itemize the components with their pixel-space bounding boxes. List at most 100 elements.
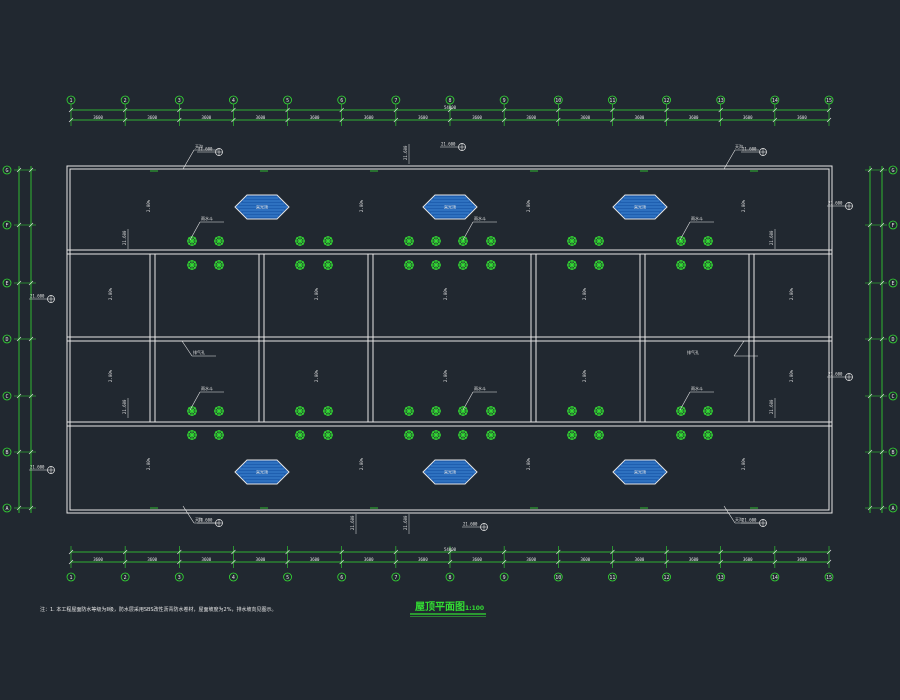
dim-tick xyxy=(68,107,74,113)
drain-spoke xyxy=(571,431,576,436)
slope-mark: 2.00% xyxy=(741,199,746,212)
roof-drain xyxy=(703,236,713,246)
dim-tick xyxy=(501,549,507,555)
drain-spoke xyxy=(487,410,492,415)
axis-label-B: B xyxy=(5,450,8,456)
drain-spoke xyxy=(188,434,193,439)
leader-line xyxy=(723,505,736,524)
drain-spoke xyxy=(432,434,437,439)
roof-drain xyxy=(323,430,333,440)
axis-label-A: A xyxy=(5,506,8,512)
dim-text: 3600 xyxy=(147,557,157,562)
drain-spoke xyxy=(680,240,685,245)
roof-drain xyxy=(404,430,414,440)
axis-bubble-11 xyxy=(608,95,617,105)
roof-drain xyxy=(431,430,441,440)
drain-spoke xyxy=(704,261,709,266)
drain-spoke xyxy=(218,407,223,412)
leader-line xyxy=(679,221,691,241)
axis-label-2: 2 xyxy=(124,575,127,581)
dim-tick xyxy=(28,336,34,342)
axis-bubble-9 xyxy=(499,572,509,582)
axis-bubble-13 xyxy=(716,572,726,582)
roof-drain xyxy=(187,236,197,246)
elevation-tag: 21.600 xyxy=(741,518,767,527)
slope-mark: 2.00% xyxy=(443,369,448,382)
drain-spoke xyxy=(571,240,576,245)
dim-tick xyxy=(16,449,22,455)
roof-drain xyxy=(431,236,441,246)
drain-spoke xyxy=(435,434,440,439)
dim-tick xyxy=(16,505,22,511)
drain-spoke xyxy=(571,237,576,242)
axis-bubble-1 xyxy=(66,572,76,582)
dim-text: 3600 xyxy=(472,115,482,120)
dim-tick xyxy=(28,167,34,173)
axis-label-12: 12 xyxy=(664,98,670,104)
drain-spoke xyxy=(598,237,603,242)
elevation-vertical: 21.600 xyxy=(350,515,355,530)
axis-bubble-14 xyxy=(770,572,780,582)
drain-spoke xyxy=(707,434,712,439)
dim-tick xyxy=(879,505,885,511)
elevation-text: 21.600 xyxy=(30,294,45,299)
dim-text: 3600 xyxy=(472,557,482,562)
callout-text: 天沟 xyxy=(195,516,203,522)
dim-tick xyxy=(68,117,74,123)
roof-drain xyxy=(486,260,496,270)
dim-tick xyxy=(285,117,290,123)
roof-drain xyxy=(567,406,577,416)
drain-spoke xyxy=(218,264,223,269)
elevation-vertical: 21.600 xyxy=(122,399,127,414)
drain-spoke xyxy=(598,261,603,266)
drain-spoke xyxy=(432,431,437,436)
dim-tick xyxy=(556,107,561,113)
drain-spoke xyxy=(327,410,332,415)
axis-bubble-6 xyxy=(337,572,347,582)
dim-tick xyxy=(879,280,885,286)
drain-spoke xyxy=(490,237,495,242)
dim-tick xyxy=(393,107,399,113)
drain-spoke xyxy=(324,407,329,412)
drain-spoke xyxy=(677,407,682,412)
dim-tick xyxy=(664,549,669,555)
skylight: 采光顶 xyxy=(612,459,668,485)
dim-tick xyxy=(285,559,290,565)
drain-spoke xyxy=(490,407,495,412)
drain-spoke xyxy=(215,240,220,245)
drain-spoke xyxy=(408,264,413,269)
dim-tick xyxy=(122,107,128,113)
drain-spoke xyxy=(598,434,603,439)
drain-spoke xyxy=(677,240,682,245)
dim-tick xyxy=(177,117,182,123)
drain-spoke xyxy=(680,261,685,266)
drain-spoke xyxy=(487,407,492,412)
drain-spoke xyxy=(487,240,492,245)
dim-tick xyxy=(772,549,778,555)
dim-tick xyxy=(28,222,34,228)
drain-spoke xyxy=(191,431,196,436)
axis-bubble-G xyxy=(2,165,12,175)
axis-label-10: 10 xyxy=(555,98,561,104)
dim-tick xyxy=(867,336,873,342)
drain-spoke xyxy=(408,407,413,412)
drain-spoke xyxy=(299,431,304,436)
dim-text: 3600 xyxy=(635,557,645,562)
dim-tick xyxy=(231,549,236,555)
dim-tick xyxy=(16,280,22,286)
drain-spoke xyxy=(707,407,712,412)
dim-text: 3600 xyxy=(310,557,320,562)
drain-spoke xyxy=(680,264,685,269)
callout-text: 天沟 xyxy=(195,143,203,149)
drain-spoke xyxy=(459,261,464,266)
dim-tick xyxy=(772,107,778,113)
drain-spoke xyxy=(707,237,712,242)
axis-bubble-F xyxy=(2,220,12,230)
elevation-text: 21.600 xyxy=(198,518,213,523)
axis-bubble-10 xyxy=(553,572,563,582)
elevation-tag: 21.600 xyxy=(827,201,853,210)
dim-tick xyxy=(772,117,778,123)
axis-bubble-5 xyxy=(283,95,292,105)
axis-bubble-5 xyxy=(283,572,292,582)
